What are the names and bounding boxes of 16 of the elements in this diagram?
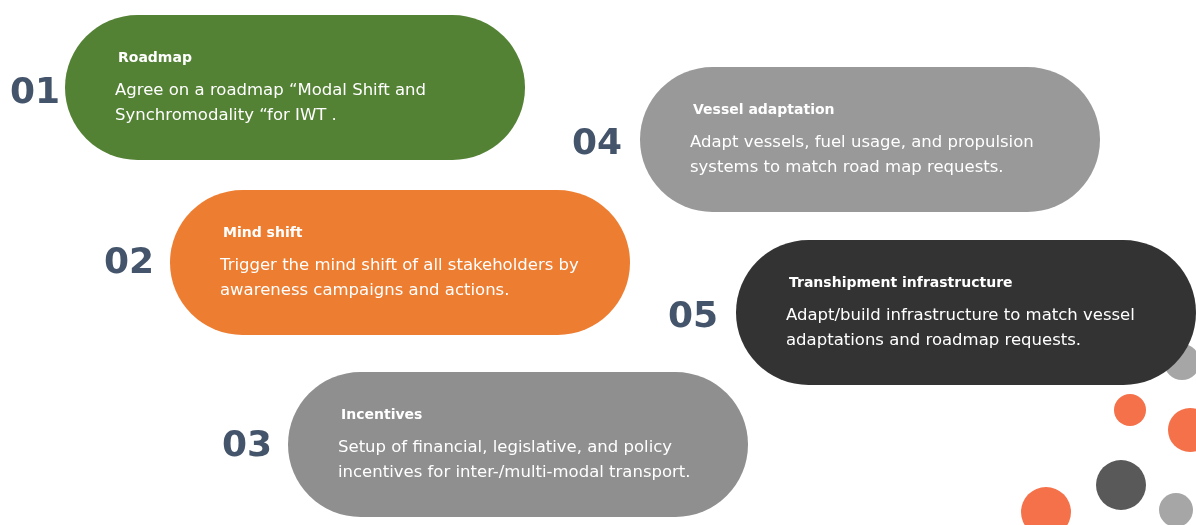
step-number: 03 [222, 423, 273, 464]
step-number: 02 [104, 240, 155, 281]
step-description: Adapt/build infrastructure to match vessel adaptations and roadmap requests. [786, 304, 1136, 351]
step-heading: Transhipment infrastructure [789, 274, 1013, 290]
step-description: Setup of financial, legislative, and policy incentives for inter-/multi-modal transport. [338, 436, 692, 483]
step-number: 04 [572, 121, 623, 162]
step-number: 05 [668, 294, 719, 335]
step-heading: Roadmap [118, 49, 192, 65]
step-description: Trigger the mind shift of all stakeholders by awareness campaigns and actions. [220, 254, 580, 301]
step-pill [736, 240, 1196, 385]
step-heading: Vessel adaptation [693, 101, 835, 117]
step-description: Agree on a roadmap “Modal Shift and Synchromodality “for IWT . [115, 79, 427, 126]
step-number: 01 [10, 70, 61, 111]
step-heading: Incentives [341, 406, 423, 422]
step-heading: Mind shift [223, 224, 303, 240]
step-description: Adapt vessels, fuel usage, and propulsion systems to match road map requests. [690, 131, 1035, 178]
